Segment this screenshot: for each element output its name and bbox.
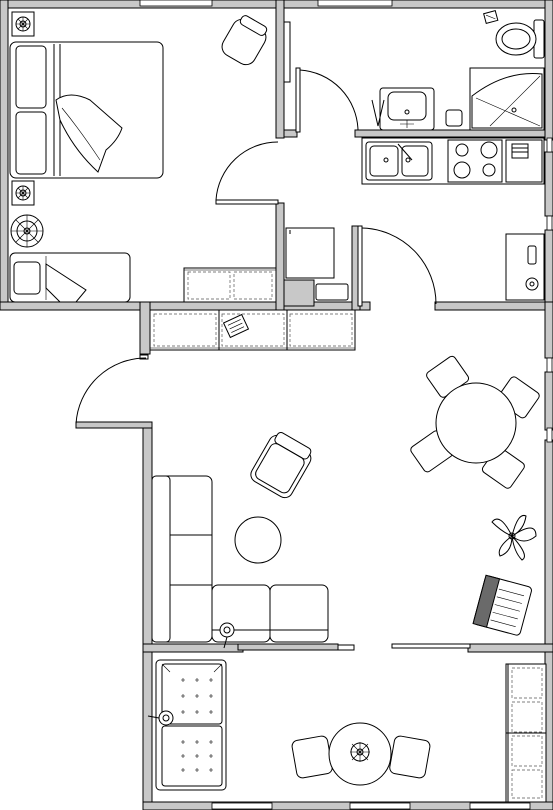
wall-closet: [283, 279, 315, 307]
single-bed: [9, 252, 131, 303]
door-kitchen-leaf: [357, 225, 363, 307]
wall-living-left: [142, 425, 153, 810]
window-right-2: [546, 215, 553, 231]
window-bottom-1: [211, 802, 273, 810]
door-sliding-2: [391, 643, 471, 649]
round-lamp: [10, 214, 44, 248]
armchair: [250, 431, 312, 499]
bedside-lamp: [147, 710, 174, 726]
wall-bath-bottom-2: [354, 129, 553, 138]
door-bath-swing: [299, 69, 359, 131]
small-cabinet: [445, 109, 463, 127]
window-top-1: [139, 0, 213, 7]
window-right-1: [546, 137, 553, 153]
chair: [291, 735, 333, 779]
door-entry-swing: [75, 357, 147, 425]
hallway: [149, 227, 356, 351]
toilet: [495, 19, 545, 59]
double-bed: [9, 41, 164, 179]
windows: [139, 0, 553, 810]
door-bedroom-leaf: [215, 199, 279, 205]
nightstand-lamp: [11, 180, 35, 206]
tv: [472, 574, 532, 636]
wall-hall-left: [139, 301, 151, 355]
window-right-3: [546, 357, 553, 373]
sofa: [151, 475, 329, 643]
living-room: [151, 355, 540, 649]
nightstand-lamp: [11, 11, 35, 37]
wall-right-4: [544, 301, 553, 359]
wall-bedroom-bottom: [0, 301, 151, 311]
wall-right-5: [544, 371, 553, 431]
bathroom: [283, 10, 545, 131]
corner-shower: [469, 67, 545, 131]
washbasin: [371, 87, 435, 131]
wall-bottom: [142, 801, 553, 810]
towel-rail: [283, 21, 291, 83]
magazine: [222, 313, 250, 339]
wall-right-1: [544, 0, 553, 141]
door-kitchen-swing: [361, 227, 437, 305]
door-sliding-1: [337, 644, 355, 651]
wall-bath-bottom: [283, 129, 298, 138]
dining-table: [410, 355, 540, 489]
wardrobe: [183, 267, 277, 303]
door-entry-leaf: [139, 354, 149, 360]
coffee-table: [234, 516, 282, 564]
wall-living-bottom-left: [142, 643, 244, 653]
wall-bedroom-right-lower: [275, 202, 285, 311]
kitchen: [361, 137, 545, 301]
wall-bedroom-right-upper: [275, 0, 285, 139]
oven: [505, 139, 543, 183]
chair: [389, 735, 431, 779]
bedroom-2: [147, 659, 547, 803]
door-bath-leaf: [295, 67, 301, 133]
wall-living-bottom-right: [467, 643, 553, 653]
window-bottom-2: [349, 802, 411, 810]
pillow-2: [15, 111, 47, 175]
floor-lamp: [219, 622, 235, 649]
window-top-2: [317, 0, 393, 7]
plant: [491, 514, 537, 561]
double-sink: [365, 141, 433, 181]
wall-right-3: [544, 229, 553, 311]
doors: [75, 67, 471, 651]
wall-entry-stub: [75, 421, 153, 429]
table-set: [291, 722, 431, 786]
bed-tufting: [181, 678, 213, 772]
bed: [155, 659, 227, 791]
flower-bowl: [350, 742, 370, 762]
pillow-1: [15, 45, 47, 109]
wall-mid-horizontal: [139, 301, 371, 311]
window-right-4: [546, 427, 553, 443]
door-bedroom-swing: [215, 141, 279, 201]
wall-left-upper: [0, 0, 9, 311]
closet: [285, 227, 349, 301]
shoe-cabinet: [149, 309, 356, 351]
cooktop: [447, 139, 503, 183]
shelf: [505, 663, 547, 803]
washing-machine: [505, 233, 545, 301]
wall-living-bottom-mid: [237, 643, 339, 651]
trash-bin: [483, 10, 499, 25]
wall-kitchen-bottom: [434, 301, 553, 311]
bedroom: [9, 11, 277, 303]
window-bottom-3: [469, 802, 531, 810]
wall-right-2: [544, 151, 553, 217]
armchair: [221, 15, 268, 66]
